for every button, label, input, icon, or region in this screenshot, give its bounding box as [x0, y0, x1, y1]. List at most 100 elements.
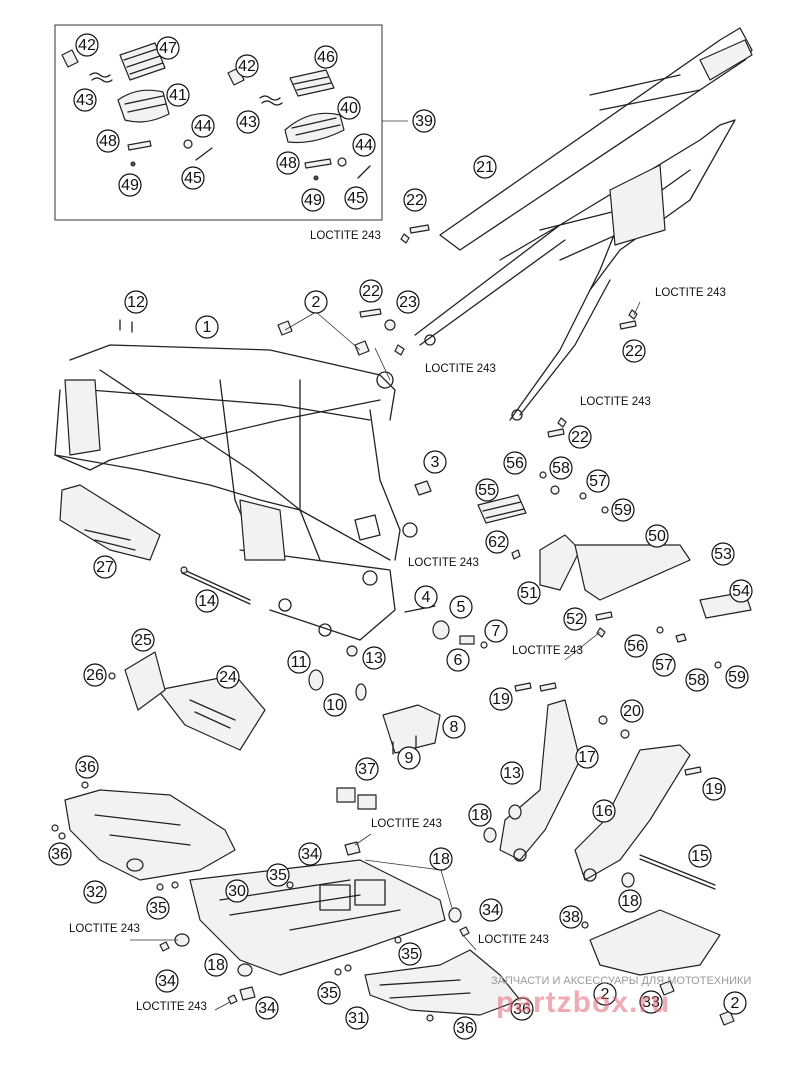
- leader-lines: [130, 301, 641, 1011]
- loctite-label: LOCTITE 243: [136, 1001, 207, 1013]
- callout-circle: [510, 997, 534, 1021]
- loctite-label: LOCTITE 243: [580, 396, 651, 408]
- callout-number: 4: [422, 589, 431, 606]
- callout-circle: [216, 665, 240, 689]
- callout-33: 33: [639, 990, 663, 1014]
- callout-8: 8: [442, 715, 466, 739]
- callout-circle: [266, 863, 290, 887]
- callout-circle: [156, 36, 180, 60]
- callout-number: 35: [320, 985, 338, 1002]
- callout-number: 7: [492, 623, 501, 640]
- callout-circle: [517, 581, 541, 605]
- callout-18: 18: [468, 803, 492, 827]
- callout-number: 56: [627, 638, 645, 655]
- callout-number: 22: [571, 429, 589, 446]
- callout-36: 36: [75, 755, 99, 779]
- callout-2: 2: [723, 991, 747, 1015]
- callout-number: 10: [326, 697, 344, 714]
- inset-parts: [61, 42, 371, 181]
- callout-circle: [622, 339, 646, 363]
- callout-circle: [611, 498, 635, 522]
- callout-number: 18: [207, 957, 225, 974]
- callout-number: 22: [625, 343, 643, 360]
- callout-circle: [301, 188, 325, 212]
- callout-9: 9: [397, 746, 421, 770]
- callout-42: 42: [235, 54, 259, 78]
- loctite-label: LOCTITE 243: [655, 287, 726, 299]
- callout-number: 20: [623, 703, 641, 720]
- callout-circle: [287, 650, 311, 674]
- callout-number: 37: [358, 761, 376, 778]
- callout-number: 18: [432, 851, 450, 868]
- callout-number: 17: [578, 749, 596, 766]
- callout-number: 15: [691, 848, 709, 865]
- main-frame: [54, 344, 418, 641]
- skid-plate: [159, 841, 470, 1005]
- callout-53: 53: [711, 542, 735, 566]
- callout-circle: [449, 595, 473, 619]
- callout-circle: [236, 110, 260, 134]
- callout-19: 19: [702, 777, 726, 801]
- callout-circle: [639, 990, 663, 1014]
- callout-57: 57: [586, 469, 610, 493]
- callout-circle: [191, 114, 215, 138]
- callout-number: 16: [595, 803, 613, 820]
- callout-31: 31: [345, 1006, 369, 1030]
- callout-57: 57: [652, 653, 676, 677]
- rubber-pads: [336, 787, 377, 810]
- callout-number: 11: [291, 654, 308, 671]
- loctite-label: LOCTITE 243: [371, 818, 442, 830]
- callout-circle: [323, 693, 347, 717]
- callout-5: 5: [449, 595, 473, 619]
- callout-18: 18: [204, 953, 228, 977]
- callout-circle: [412, 109, 436, 133]
- callout-number: 46: [317, 49, 335, 66]
- callout-number: 22: [406, 192, 424, 209]
- callout-circle: [359, 279, 383, 303]
- callout-22: 22: [568, 425, 592, 449]
- callout-number: 59: [614, 502, 632, 519]
- callout-11: 11: [287, 650, 311, 674]
- loctite-label: LOCTITE 243: [478, 934, 549, 946]
- callout-44: 44: [191, 114, 215, 138]
- callout-number: 48: [99, 133, 117, 150]
- callout-22: 22: [403, 188, 427, 212]
- callout-number: 14: [198, 593, 216, 610]
- callout-number: 36: [456, 1020, 474, 1037]
- callout-36: 36: [48, 842, 72, 866]
- callout-circle: [446, 648, 470, 672]
- callout-number: 34: [482, 902, 500, 919]
- callout-34: 34: [255, 996, 279, 1020]
- callout-circle: [592, 799, 616, 823]
- callout-circle: [225, 879, 249, 903]
- callout-number: 19: [492, 691, 510, 708]
- watermark: ЗАПЧАСТИ И АКСЕССУАРЫ ДЛЯ МОТОТЕХНИКИ pa…: [491, 975, 751, 1019]
- callout-circle: [255, 996, 279, 1020]
- callout-number: 18: [471, 807, 489, 824]
- callout-55: 55: [475, 478, 499, 502]
- small-hardware: [119, 224, 638, 496]
- callout-circle: [586, 469, 610, 493]
- callout-circle: [181, 166, 205, 190]
- callout-49: 49: [118, 173, 142, 197]
- callout-14: 14: [195, 589, 219, 613]
- loctite-label: LOCTITE 243: [408, 557, 479, 569]
- callout-35: 35: [398, 942, 422, 966]
- callout-circle: [468, 803, 492, 827]
- callout-number: 5: [457, 599, 466, 616]
- callout-56: 56: [624, 634, 648, 658]
- callout-49: 49: [301, 188, 325, 212]
- callout-circle: [559, 905, 583, 929]
- callout-number: 36: [51, 846, 69, 863]
- callout-circle: [423, 450, 447, 474]
- spacers: [308, 605, 488, 755]
- callout-number: 2: [312, 294, 321, 311]
- callout-number: 26: [86, 667, 104, 684]
- watermark-tagline: ЗАПЧАСТИ И АКСЕССУАРЫ ДЛЯ МОТОТЕХНИКИ: [491, 975, 751, 987]
- callout-22: 22: [359, 279, 383, 303]
- callout-circle: [503, 451, 527, 475]
- callout-circle: [304, 290, 328, 314]
- callout-45: 45: [344, 186, 368, 210]
- callout-13: 13: [500, 761, 524, 785]
